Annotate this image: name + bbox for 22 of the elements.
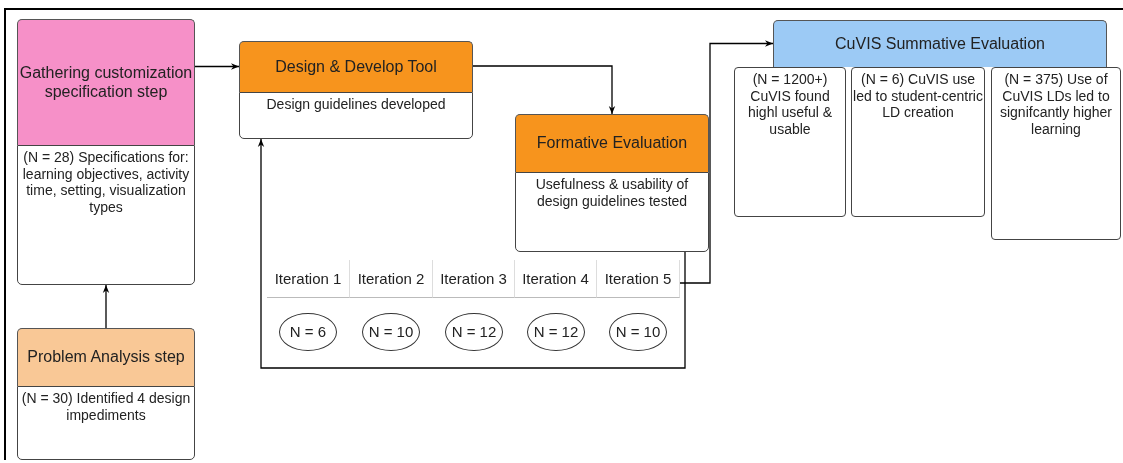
arrow <box>257 138 686 369</box>
arrow <box>472 65 616 115</box>
description-box: Design guidelines developed <box>239 92 473 139</box>
step-header: CuVIS Summative Evaluation <box>773 20 1107 67</box>
iteration-cell: Iteration 2 <box>350 260 433 298</box>
iteration-cell: Iteration 5 <box>597 260 680 298</box>
iteration-cell: Iteration 3 <box>433 260 515 298</box>
description-box: Usefulness & usability of design guidelines tested <box>515 172 709 252</box>
arrow <box>102 284 110 329</box>
description-box: (N = 28) Specifications for: learning objectives, activity time, setting, visualization types <box>17 145 195 285</box>
description-box: (N = 30) Identified 4 design impediments <box>17 386 195 460</box>
arrow <box>679 40 774 284</box>
step-header: Problem Analysis step <box>17 328 195 386</box>
iteration-cell: Iteration 1 <box>267 260 350 298</box>
step-header: Gathering customization specification step <box>17 19 195 145</box>
step-header: Formative Evaluation <box>515 114 709 172</box>
result-box: (N = 1200+) CuVIS found highl useful & usable <box>734 67 846 217</box>
step-header: Design & Develop Tool <box>239 41 473 92</box>
arrow <box>194 63 240 70</box>
iteration-cell: Iteration 4 <box>515 260 597 298</box>
result-box: (N = 6) CuVIS use led to student-centric LD creation <box>851 67 985 217</box>
result-box: (N = 375) Use of CuVIS LDs led to signifcantly higher learning <box>991 67 1121 240</box>
